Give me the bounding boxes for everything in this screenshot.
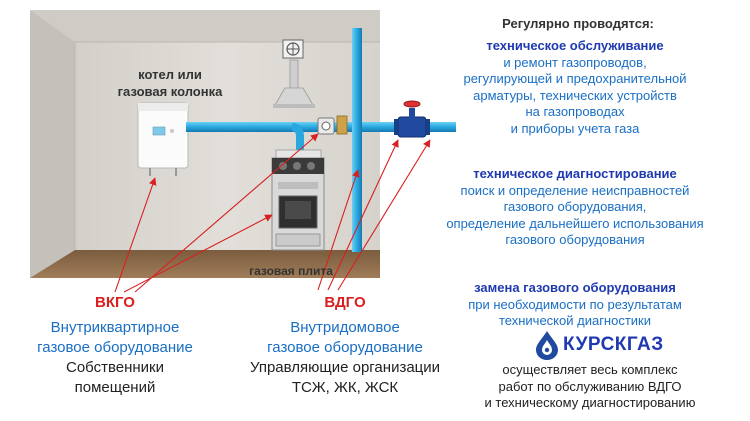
maintenance-line-3: арматуры, технических устройств <box>473 87 677 103</box>
vdgo-name-line-1: Внутридомовое <box>290 319 400 336</box>
arrow-vkgo-valve <box>134 133 319 293</box>
stove-label: газовая плита <box>249 264 333 278</box>
gas-stove-icon <box>271 149 325 251</box>
vkgo-owner-line-2: помещений <box>74 379 156 396</box>
kurskgaz-logo: КУРСКГАЗ <box>534 330 684 360</box>
vkgo-name-line-2: газовое оборудование <box>37 339 193 356</box>
diagnostics-line-2: газового оборудования, <box>503 199 647 214</box>
footer-line-3: и техническому диагностированию <box>484 395 696 410</box>
maintenance-title: техническое обслуживание <box>486 38 664 53</box>
back-wall <box>75 42 380 250</box>
vdgo-owner: Управляющие организации ТСЖ, ЖК, ЖСК <box>228 358 462 398</box>
maintenance-line-2: регулирующей и предохранительной <box>463 71 687 86</box>
maintenance-line-5: и приборы учета газа <box>510 120 640 136</box>
arrow-vkgo-stove <box>123 214 273 293</box>
replacement-block: замена газового оборудования при необход… <box>440 280 710 330</box>
footer-line-2: работ по обслуживанию ВДГО <box>498 378 682 394</box>
replacement-title: замена газового оборудования <box>474 280 676 295</box>
diagnostics-line-1: поиск и определение неисправностей <box>460 182 690 198</box>
range-hood-icon <box>273 59 315 108</box>
room <box>30 10 380 278</box>
flame-drop-icon <box>536 331 558 360</box>
diagnostics-line-3: определение дальнейшего использования <box>446 215 704 231</box>
diagnostics-line-4: газового оборудования <box>505 232 645 247</box>
vdgo-owner-line-1: Управляющие организации <box>249 359 441 376</box>
arrow-vkgo-boiler <box>114 177 157 293</box>
services-intro: Регулярно проводятся: <box>502 16 654 31</box>
boiler-label: котел или газовая колонка <box>100 66 240 100</box>
main-valve-icon <box>394 100 430 138</box>
vkgo-abbreviation: ВКГО <box>95 294 135 311</box>
boiler-label-line-2: газовая колонка <box>117 84 223 99</box>
riser-pipe <box>352 28 362 252</box>
vkgo-owner-line-1: Собственники <box>66 359 164 376</box>
pointer-arrows <box>114 133 431 293</box>
floor <box>30 250 380 278</box>
vdgo-name: Внутридомовое газовое оборудование <box>240 318 450 358</box>
stove-valve-icon <box>317 115 348 135</box>
arrow-vdgo-riser <box>317 169 360 291</box>
vdgo-name-line-2: газовое оборудование <box>267 339 423 356</box>
arrow-vdgo-pipe <box>337 139 431 291</box>
logo-text: КУРСКГАЗ <box>563 334 664 355</box>
left-wall <box>30 10 75 278</box>
vkgo-name: Внутриквартирное газовое оборудование <box>2 318 228 358</box>
vdgo-owner-line-2: ТСЖ, ЖК, ЖСК <box>291 379 399 396</box>
maintenance-line-1: и ремонт газопроводов, <box>503 54 647 70</box>
diagnostics-title: техническое диагностирование <box>473 166 677 181</box>
maintenance-line-4: на газопроводах <box>525 104 625 119</box>
replacement-line-1: при необходимости по результатам <box>468 296 682 312</box>
maintenance-block: техническое обслуживание и ремонт газопр… <box>440 38 710 137</box>
boiler-label-line-1: котел или <box>138 67 202 82</box>
boiler-icon <box>137 102 189 176</box>
footer-text: осуществляет весь комплекс работ по обсл… <box>440 362 740 412</box>
replacement-line-2: технической диагностики <box>498 313 652 328</box>
vdgo-abbreviation: ВДГО <box>324 294 366 311</box>
vkgo-name-line-1: Внутриквартирное <box>50 319 180 336</box>
ventilation-grille-icon <box>282 39 304 59</box>
diagnostics-block: техническое диагностирование поиск и опр… <box>420 166 730 249</box>
vkgo-owner: Собственники помещений <box>2 358 228 398</box>
footer-line-1: осуществляет весь комплекс <box>502 362 678 377</box>
arrow-vdgo-valve <box>327 139 399 291</box>
